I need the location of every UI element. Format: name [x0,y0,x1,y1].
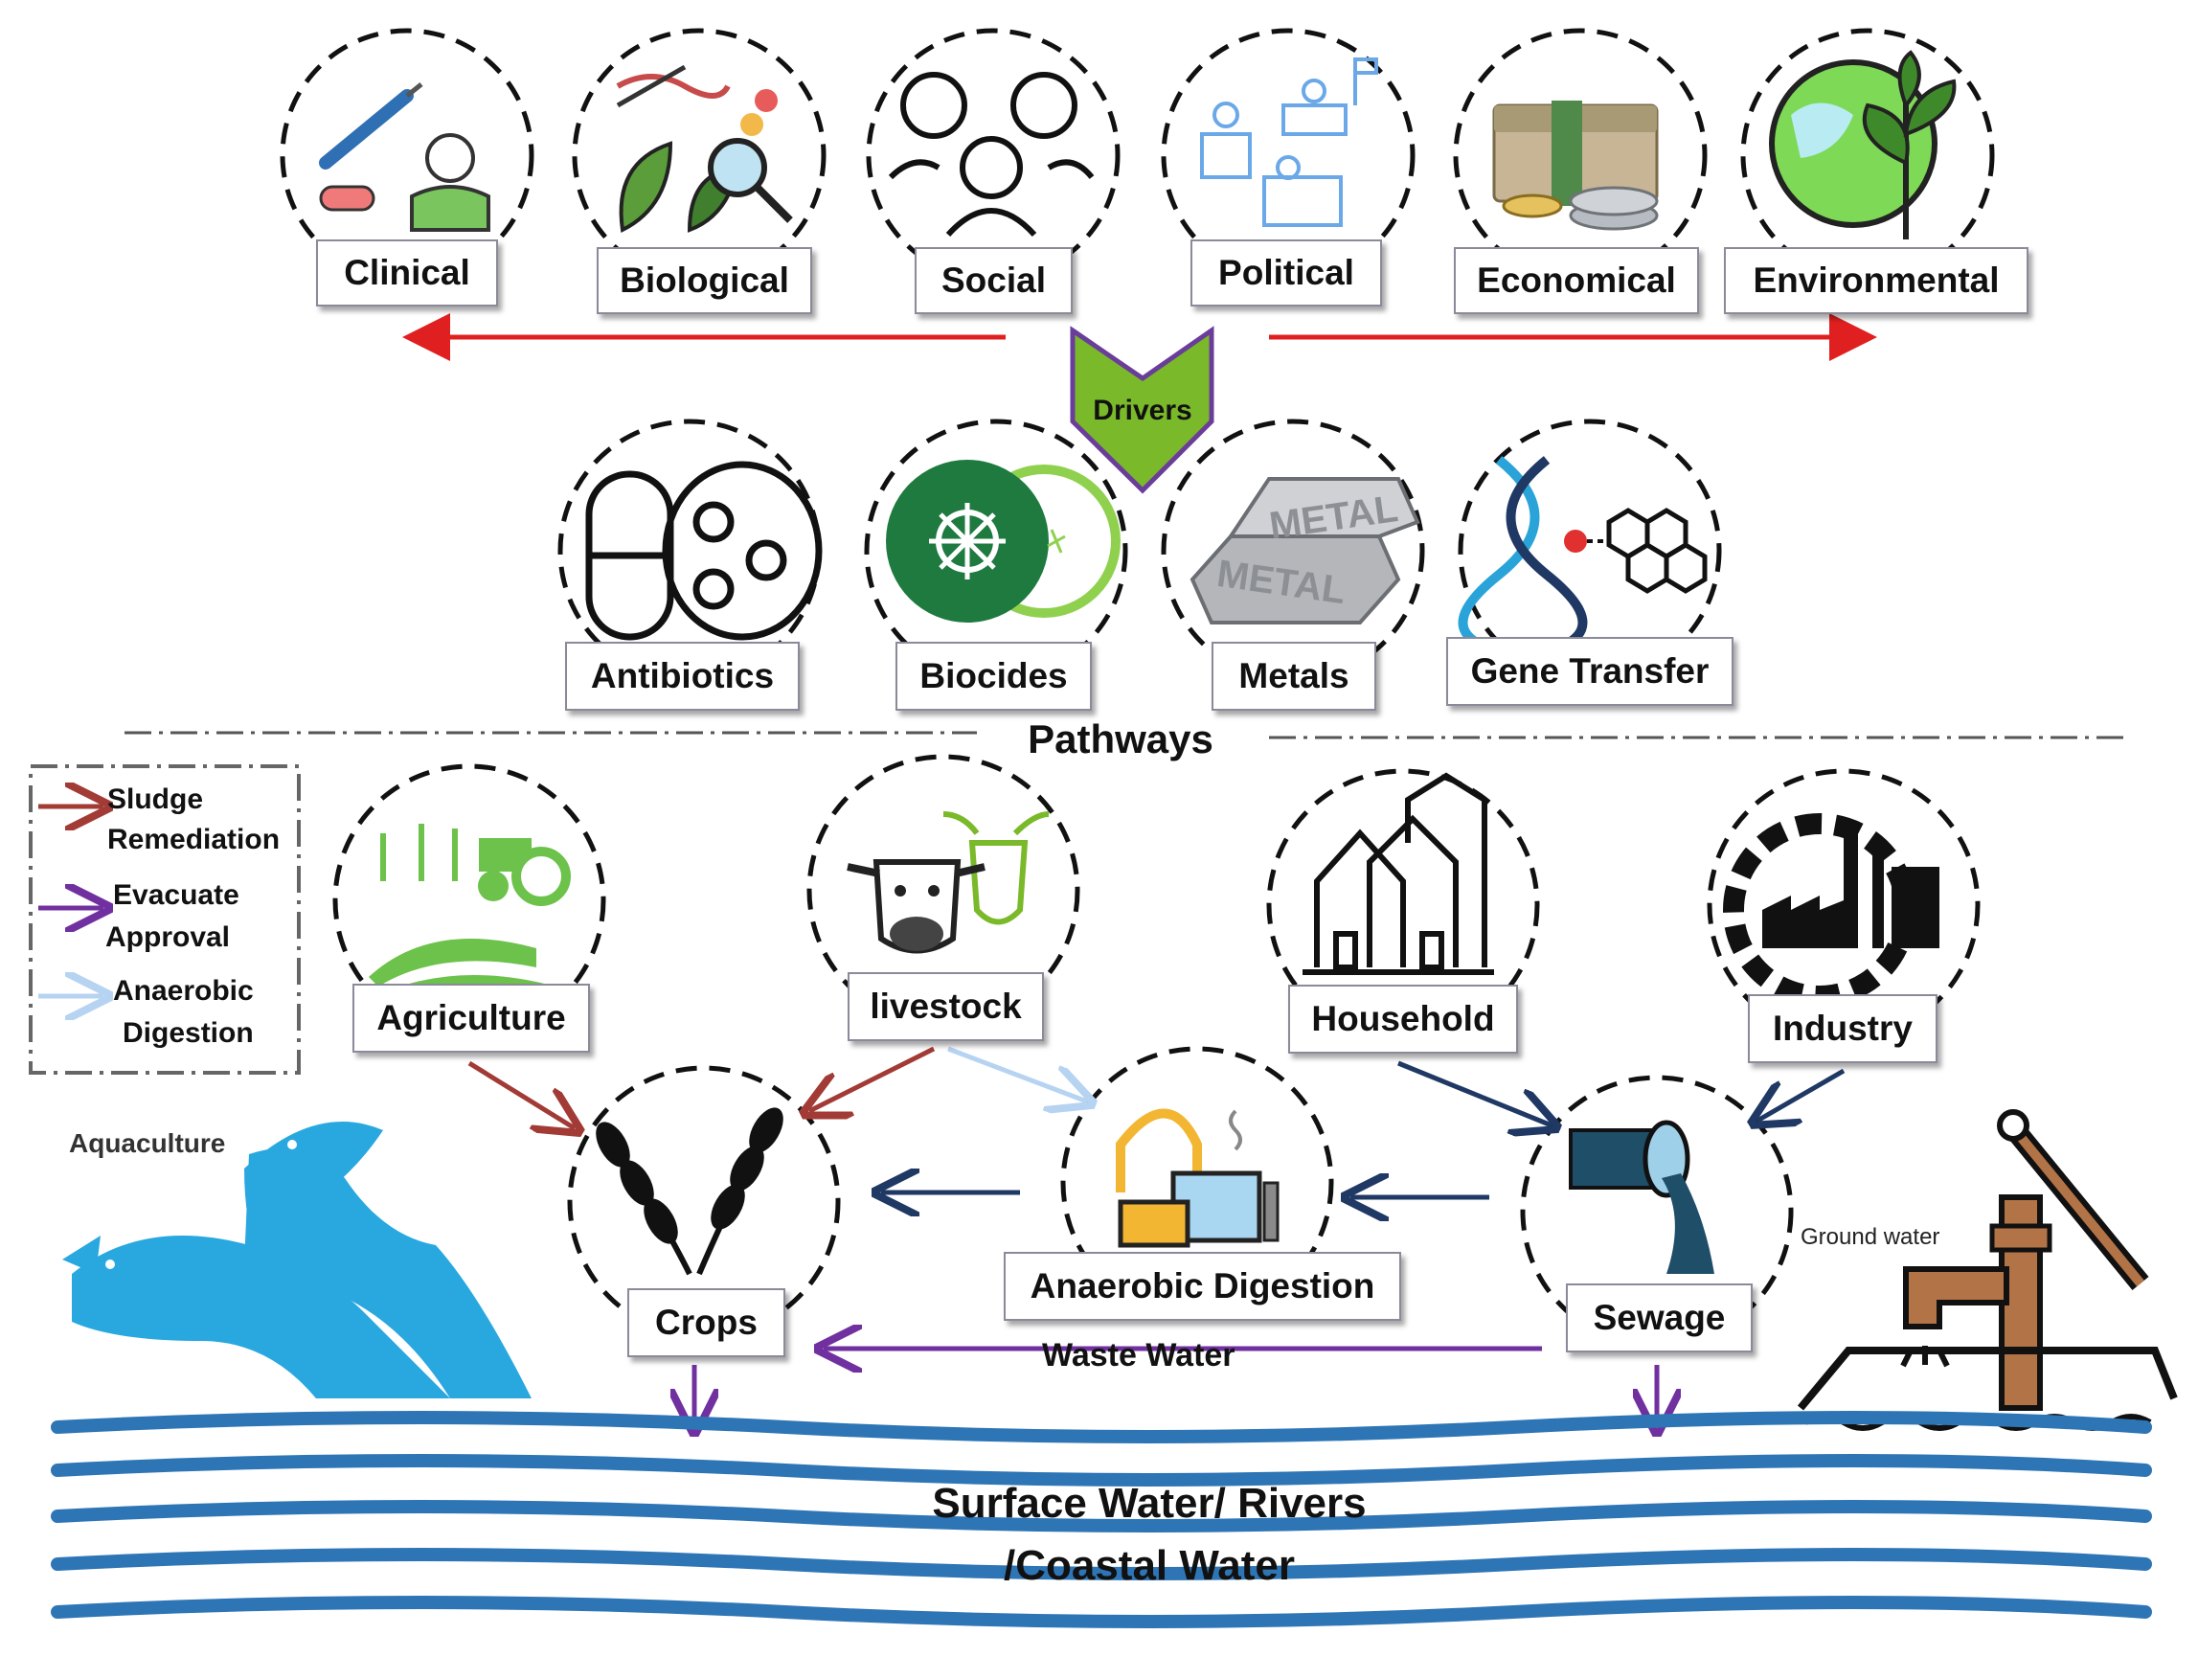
livestock-to-digester-arrow [947,1046,1087,1101]
source-label-industry: Industry [1748,994,1937,1063]
environmental-circle [1740,28,1995,283]
node-label-sewage: Sewage [1566,1283,1753,1352]
hand-pump-icon [1797,1109,2178,1431]
driver-label-social: Social [915,247,1073,314]
social-circle [866,28,1121,283]
waste-water-label: Waste Water [1042,1337,1235,1374]
digester-plant-icon [1116,1108,1280,1248]
driver-label-environmental: Environmental [1724,247,2028,314]
mechanism-label-biocides: Biocides [895,642,1092,711]
livestock-to-crops-arrow [809,1046,936,1111]
agriculture-to-crops-arrow [467,1060,575,1128]
pill-bacteria-icon [585,461,823,641]
aquaculture-label: Aquaculture [69,1128,226,1158]
groundwater-label: Ground water [1801,1224,1940,1250]
sewage-pipe-icon [1569,1120,1714,1274]
surface-water-line2: /Coastal Water [1003,1542,1295,1589]
legend-anaerobic-line1: Anaerobic [113,975,254,1007]
mechanism-label-metals: Metals [1212,642,1376,711]
driver-label-clinical: Clinical [316,239,498,306]
people-icon [888,72,1095,238]
node-label-crops: Crops [627,1288,785,1357]
legend-evacuate-line2: Approval [105,921,231,953]
cow-heads-icon [847,811,1050,954]
metal-ingots-icon: METAL METAL [1190,477,1420,624]
drivers-chevron [1070,326,1214,494]
industry-to-sewage-arrow [1757,1068,1846,1121]
surface-water-line1: Surface Water/ Rivers [932,1480,1367,1527]
legend-box [29,764,301,1075]
money-stack-icon [1492,101,1659,231]
driver-label-biological: Biological [597,247,812,314]
dna-hexagon-icon [1458,456,1708,656]
node-label-anaerobic-digestion: Anaerobic Digestion [1004,1252,1401,1321]
pathways-title: Pathways [1028,716,1213,761]
legend-sludge-line1: Sludge [107,783,204,815]
factory-gear-icon [1723,813,1939,1007]
podium-meeting-icon [1200,57,1378,227]
source-label-livestock: livestock [848,972,1044,1041]
source-label-household: Household [1288,985,1518,1054]
mechanism-label-gene-transfer: Gene Transfer [1446,637,1733,706]
water-waves [51,1411,2152,1628]
driver-label-economical: Economical [1454,247,1699,314]
drivers-badge-label: Drivers [1093,395,1192,426]
fish-icon [62,1122,532,1398]
household-to-sewage-arrow [1397,1060,1552,1125]
houses-icon [1303,772,1494,975]
clinical-circle [280,28,534,283]
earth-plant-icon [1769,50,1957,239]
driver-label-political: Political [1190,239,1382,306]
economical-circle [1453,28,1708,283]
legend-anaerobic-line2: Digestion [123,1017,254,1049]
political-circle [1161,28,1416,283]
legend-evacuate-line1: Evacuate [113,879,239,911]
legend-sludge-line2: Remediation [107,824,281,855]
source-label-agriculture: Agriculture [352,984,590,1053]
biological-circle [572,28,827,283]
wheat-icon [596,1107,783,1276]
biocide-cell-icon [886,460,1121,623]
syringe-patient-icon [319,82,490,232]
mechanism-label-antibiotics: Antibiotics [565,642,800,711]
dna-leaf-icon [616,64,793,234]
